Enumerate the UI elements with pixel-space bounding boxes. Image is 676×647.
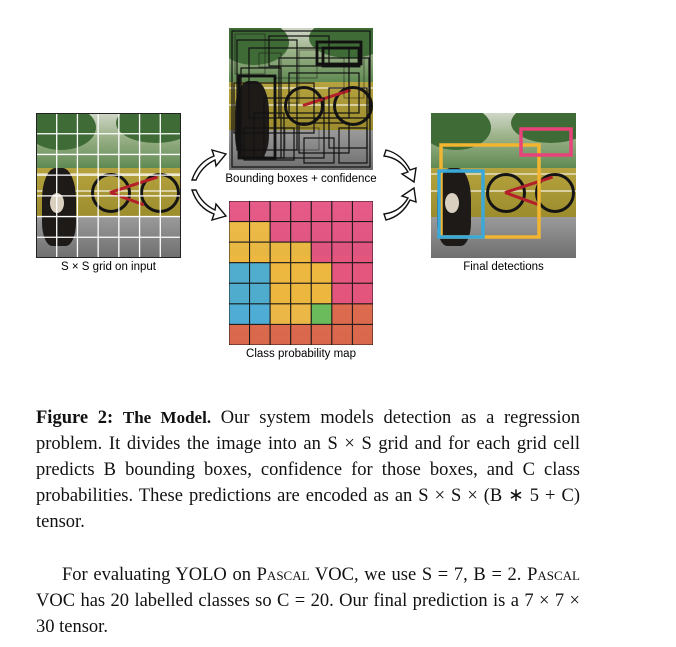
class-cell	[331, 282, 353, 305]
class-cell	[310, 282, 333, 305]
class-cell	[229, 282, 251, 305]
class-cell	[351, 303, 373, 325]
caption-label: Figure 2:	[36, 408, 114, 428]
class-cell	[269, 201, 292, 223]
figure-caption: Figure 2: The Model. Our system models d…	[36, 405, 580, 535]
arrow-to-bbox-icon	[191, 148, 228, 181]
class-cell	[351, 201, 373, 223]
class-map-panel	[229, 201, 373, 345]
class-map-grid	[229, 201, 373, 345]
dog-detection-box	[437, 169, 485, 239]
class-cell	[331, 262, 353, 284]
bbox-label: Bounding boxes + confidence	[225, 173, 377, 185]
class-cell	[331, 201, 353, 223]
arrow-to-classmap-icon	[191, 189, 228, 222]
arrow-from-classmap-icon	[383, 186, 417, 221]
class-cell	[351, 241, 373, 264]
input-photo	[36, 113, 181, 258]
bicycle-detection-box	[439, 143, 541, 239]
body-paragraph: For evaluating YOLO on Pascal VOC, we us…	[36, 562, 580, 640]
class-cell	[249, 241, 271, 264]
input-image-panel	[36, 113, 181, 258]
input-grid-overlay	[36, 113, 181, 258]
class-cell	[269, 323, 292, 345]
class-cell	[269, 262, 292, 284]
class-cell	[229, 323, 251, 345]
final-detections-overlay	[437, 127, 573, 239]
class-cell	[290, 201, 312, 223]
class-cell	[269, 241, 292, 264]
class-cell	[290, 323, 312, 345]
class-cell	[310, 323, 333, 345]
class-cell	[290, 282, 312, 305]
class-cell	[249, 221, 271, 243]
class-cell	[310, 241, 333, 264]
para-text-b: VOC, we use S = 7, B = 2.	[309, 565, 528, 585]
caption-title: The Model.	[122, 408, 212, 427]
para-pascal: Pascal	[256, 565, 310, 585]
class-cell	[351, 221, 373, 243]
class-cell	[331, 221, 353, 243]
class-map-label: Class probability map	[246, 348, 356, 360]
class-cell	[310, 303, 333, 325]
class-cell	[331, 241, 353, 264]
class-cell	[310, 262, 333, 284]
arrow-from-bbox-icon	[383, 149, 417, 184]
class-cell	[249, 323, 271, 345]
class-cell	[269, 303, 292, 325]
bbox-image-panel	[229, 28, 373, 170]
bbox-overlay	[231, 30, 371, 168]
input-grid-label: S × S grid on input	[61, 261, 156, 273]
class-cell	[249, 201, 271, 223]
class-cell	[229, 241, 251, 264]
car-detection-box	[519, 127, 573, 157]
class-cell	[249, 262, 271, 284]
class-cell	[229, 262, 251, 284]
para-text-a: For evaluating YOLO on	[62, 565, 257, 585]
class-cell	[229, 201, 251, 223]
class-cell	[290, 303, 312, 325]
para-text-c: VOC has 20 labelled classes so C = 20. O…	[36, 591, 580, 637]
para-pascal-2: Pascal	[527, 565, 581, 585]
final-detections-label: Final detections	[463, 261, 544, 273]
class-cell	[331, 323, 353, 345]
caption-text: Our system models detection as a regress…	[36, 408, 581, 532]
class-cell	[249, 303, 271, 325]
class-cell	[310, 221, 333, 243]
class-cell	[331, 303, 353, 325]
final-image-panel	[431, 113, 576, 258]
class-cell	[229, 303, 251, 325]
class-cell	[290, 221, 312, 243]
class-cell	[351, 323, 373, 345]
class-cell	[351, 262, 373, 284]
class-cell	[229, 221, 251, 243]
class-cell	[269, 282, 292, 305]
class-cell	[249, 282, 271, 305]
class-cell	[310, 201, 333, 223]
class-cell	[351, 282, 373, 305]
class-cell	[290, 241, 312, 264]
class-cell	[290, 262, 312, 284]
class-cell	[269, 221, 292, 243]
